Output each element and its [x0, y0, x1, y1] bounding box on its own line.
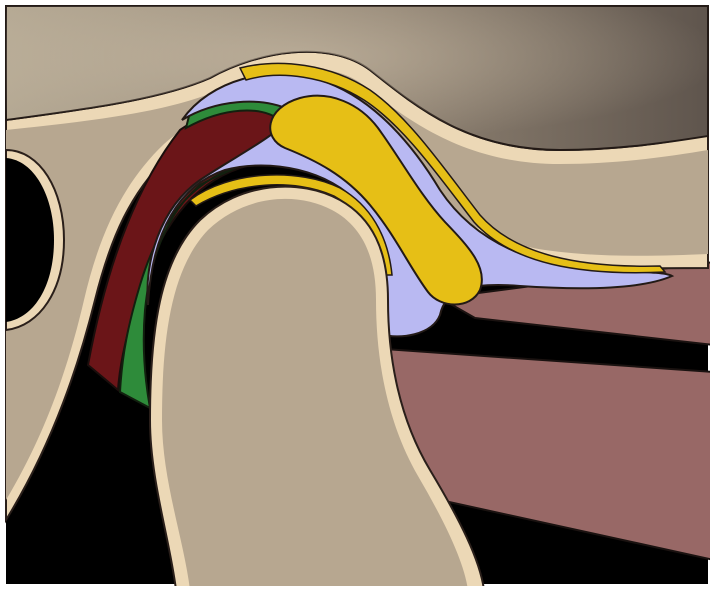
diagram-canvas	[0, 0, 714, 590]
joint-cross-section-diagram	[0, 0, 714, 590]
